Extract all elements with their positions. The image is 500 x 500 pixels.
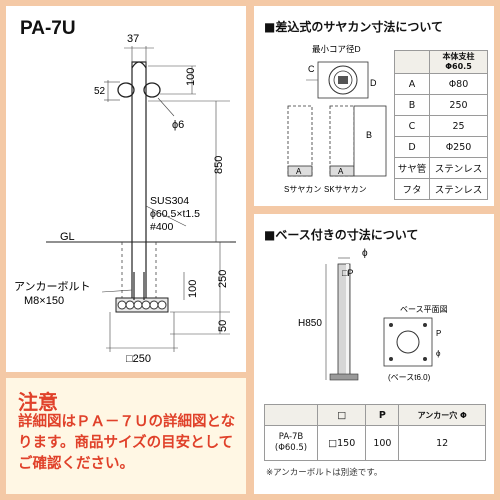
base-row-square: □150 bbox=[316, 425, 367, 461]
dim-loop-height: 52 bbox=[94, 86, 106, 97]
warning-note: 注意 詳細図はＰＡ－７Ｕの詳細図となります。商品サイズの目安としてご確認ください… bbox=[6, 378, 246, 494]
spec-val-a: Φ80 bbox=[429, 73, 488, 95]
dim-loop-offset: 100 bbox=[185, 68, 197, 86]
spec-val-sleeve: ステンレス bbox=[429, 157, 488, 179]
material-2: ϕ60.5×t1.5 bbox=[150, 208, 200, 220]
spec-val-c: 25 bbox=[429, 115, 488, 137]
base-row-name-1: PA-7B bbox=[278, 432, 304, 442]
spec-key-d: D bbox=[394, 136, 430, 158]
label-a-sk: A bbox=[338, 167, 344, 176]
spec-header: 本体支柱 Φ60.5 bbox=[429, 50, 488, 74]
base-panel: ■ベース付きの寸法について ϕ □P H850 ベース平面図 P ϕ (ベースt… bbox=[254, 214, 494, 494]
sleeve-title: ■差込式のサヤカン寸法について bbox=[264, 20, 443, 34]
dim-rod: ϕ6 bbox=[172, 119, 184, 131]
sleeve-drawing: 最小コア径D C D A Sサヤカン A SKサヤカン B bbox=[284, 44, 387, 194]
label-c: C bbox=[308, 64, 315, 74]
base-footnote: ※アンカーボルトは別途です。 bbox=[266, 468, 383, 478]
base-title: ■ベース付きの寸法について bbox=[264, 228, 419, 242]
base-spec-table: □ P アンカー穴 Φ PA-7B (Φ60.5) □150 100 12 bbox=[264, 404, 486, 461]
base-plate bbox=[329, 373, 359, 381]
s-sleeve-label: Sサヤカン bbox=[284, 185, 321, 194]
spec-val-b: 250 bbox=[429, 94, 488, 116]
base-row-hole: 12 bbox=[398, 425, 486, 461]
model-number: PA-7U bbox=[20, 18, 76, 39]
sleeve-panel: ■差込式のサヤカン寸法について 最小コア径D C D A Sサヤカン A SKサ… bbox=[254, 6, 494, 206]
plan-p: P bbox=[436, 329, 441, 338]
dim-anchor-depth: 100 bbox=[187, 280, 199, 298]
spec-val-d: Φ250 bbox=[429, 136, 488, 158]
base-p: □P bbox=[342, 268, 353, 278]
plate-note: (ベースt6.0) bbox=[388, 373, 431, 382]
base-row-name-2: (Φ60.5) bbox=[274, 443, 308, 453]
post bbox=[131, 61, 147, 301]
right-loop bbox=[143, 82, 161, 98]
elevation-drawing: 37 52 100 ϕ6 850 SUS304 ϕ60.5×t1.5 #400 … bbox=[14, 33, 236, 365]
plan-title: ベース平面図 bbox=[400, 305, 448, 314]
spec-key-b: B bbox=[394, 94, 430, 116]
base-row-name: PA-7B (Φ60.5) bbox=[264, 425, 318, 461]
anchor-label-2: M8×150 bbox=[24, 295, 64, 307]
base-th-hole: アンカー穴 Φ bbox=[398, 404, 486, 426]
base-drawing: ϕ □P H850 ベース平面図 P ϕ (ベースt6.0) bbox=[298, 248, 448, 382]
spec-key-c: C bbox=[394, 115, 430, 137]
dim-embed-depth: 250 bbox=[217, 270, 229, 288]
base-th-blank bbox=[264, 404, 318, 426]
label-a-s: A bbox=[296, 167, 302, 176]
base-height: H850 bbox=[298, 318, 322, 329]
base-th-square: □ bbox=[316, 404, 367, 426]
base-th-p: P bbox=[365, 404, 400, 426]
elevation-panel: PA-7U 37 52 100 ϕ6 850 SUS304 ϕ60.5×t1.5 bbox=[6, 6, 246, 372]
spec-key-lid: フタ bbox=[394, 178, 430, 200]
dim-height: 850 bbox=[213, 156, 225, 174]
base-row-p: 100 bbox=[365, 425, 400, 461]
spec-val-lid: ステンレス bbox=[429, 178, 488, 200]
dim-base-depth: 50 bbox=[217, 320, 229, 332]
label-b: B bbox=[366, 130, 372, 140]
spec-key-sleeve: サヤ管 bbox=[394, 157, 430, 179]
base-phi: ϕ bbox=[362, 248, 368, 259]
material-3: #400 bbox=[150, 221, 174, 233]
dim-base-width: □250 bbox=[126, 353, 151, 365]
label-d: D bbox=[370, 78, 377, 88]
dim-top-width: 37 bbox=[127, 33, 139, 45]
gl-label: GL bbox=[60, 231, 75, 243]
material-1: SUS304 bbox=[150, 195, 189, 207]
spec-key-a: A bbox=[394, 73, 430, 95]
min-core-label: 最小コア径D bbox=[312, 44, 361, 54]
plan-phi: ϕ bbox=[436, 349, 441, 358]
note-body: 詳細図はＰＡ－７Ｕの詳細図となります。商品サイズの目安としてご確認ください。 bbox=[18, 414, 236, 472]
sk-sleeve-label: SKサヤカン bbox=[324, 185, 367, 194]
note-title: 注意 bbox=[18, 390, 58, 414]
left-loop bbox=[117, 82, 135, 98]
anchor-label-1: アンカーボルト bbox=[14, 280, 91, 293]
